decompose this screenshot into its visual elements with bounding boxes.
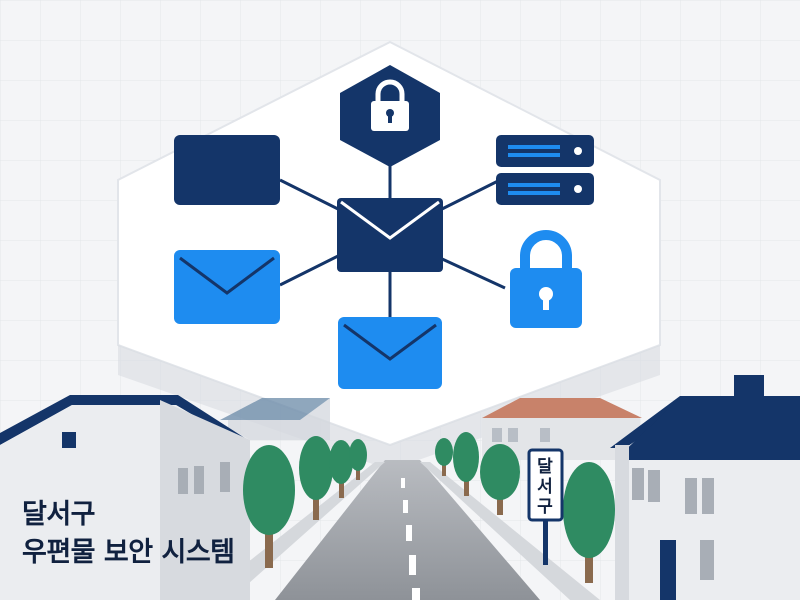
- sign-char-3: 구: [537, 497, 553, 517]
- caption-title: 달서구: [22, 499, 96, 530]
- caption-subtitle: 우편물 보안 시스템: [22, 537, 235, 568]
- caption: 달서구 우편물 보안 시스템: [22, 496, 235, 572]
- sign-char-1: 달: [537, 456, 553, 477]
- street-sign: 달 서 구: [527, 448, 564, 565]
- window-icon: [174, 135, 280, 205]
- mail-icon: [174, 250, 280, 324]
- central-mail-icon: [337, 198, 443, 272]
- mail-icon-bottom: [338, 317, 442, 389]
- server-icon: [496, 135, 594, 205]
- trees-right: [435, 432, 615, 583]
- padlock-icon: [510, 230, 582, 328]
- distant-house-right: [482, 398, 642, 460]
- house-left: [0, 395, 250, 600]
- distant-house-left: [220, 398, 330, 440]
- sign-char-2: 서: [537, 477, 553, 497]
- house-right: [610, 375, 800, 600]
- network-connections: [279, 165, 506, 318]
- trees-left: [243, 436, 367, 568]
- hexagon-lock-icon: [340, 65, 440, 167]
